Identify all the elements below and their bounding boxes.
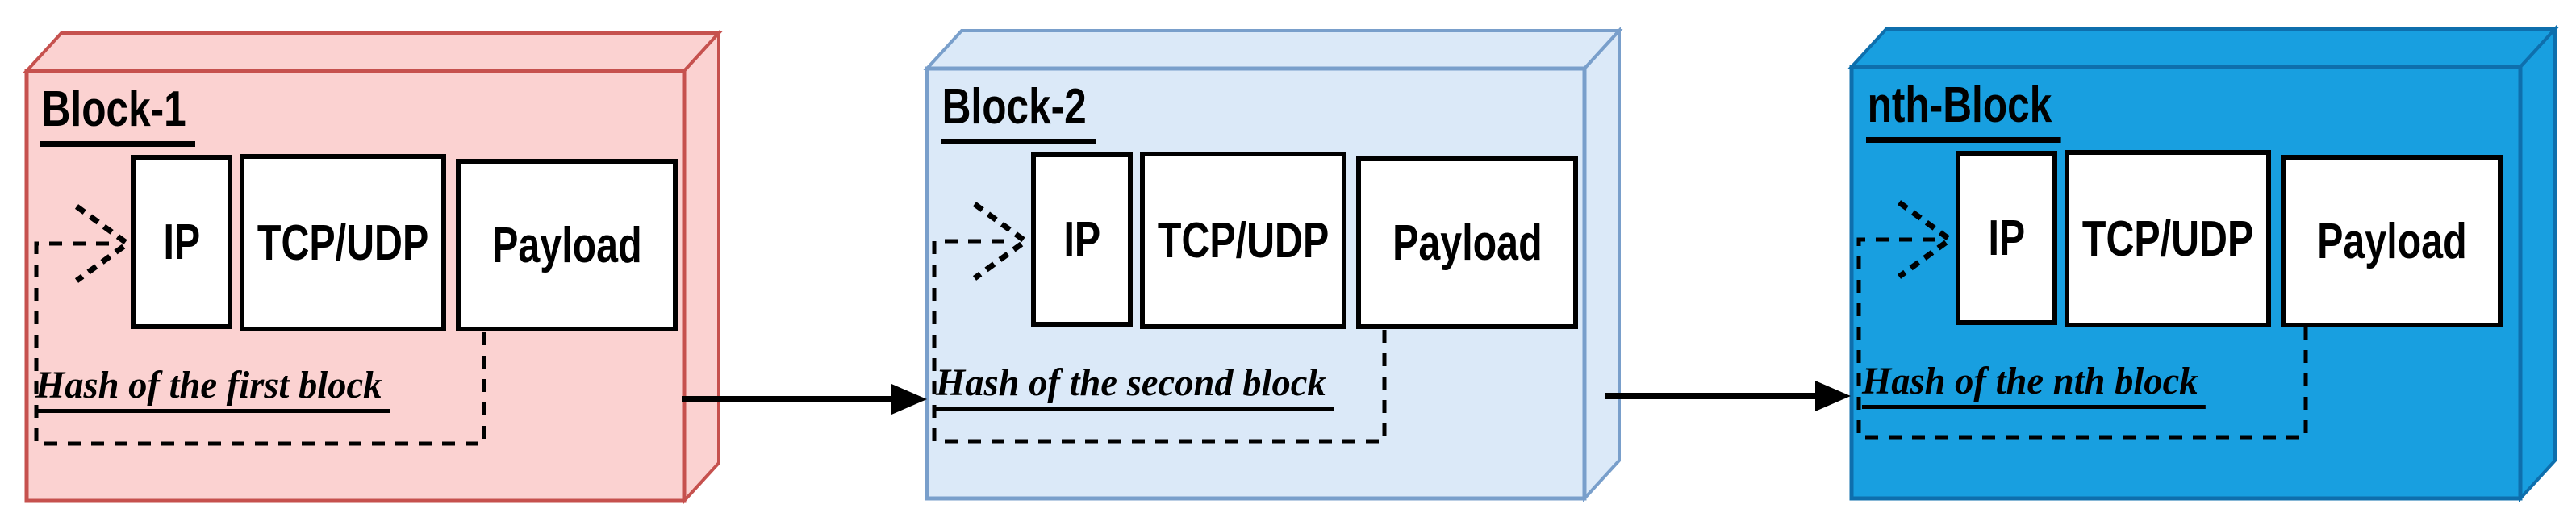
block-nth-ip-label: IP [1988,210,2025,266]
block-2-tcpudp-box [1140,152,1346,329]
block-nth-top-face [1847,27,2559,69]
block-2-title: Block-2 [941,78,1134,145]
block-nth-payload-label: Payload [2316,213,2467,269]
block-2-chevron-arrowhead-icon [972,202,1030,281]
arrow-block2-to-blocknth [1605,381,1851,411]
block-1-ip-box [131,155,232,329]
arrow-block1-to-block2 [682,384,927,415]
block-1-hash-label: Hash of the first block [35,364,401,413]
block-2-side-face [1583,26,1621,503]
block-2-ip-label: IP [1063,211,1100,268]
block-1-payload-box [456,159,678,331]
arrow-1-head-icon [891,384,927,415]
block-nth-ip-box [1956,151,2057,325]
block-nth-hash-loop-dashed-path [1856,237,2308,440]
block-1-side-face [683,28,720,506]
block-2-payload-label: Payload [1392,215,1543,271]
block-2-ip-box [1031,152,1133,327]
block-2-payload-box [1356,156,1578,329]
block-2-top-face [923,29,1623,70]
arrow-2-head-icon [1815,381,1851,411]
block-2-hash-label: Hash of the second block [936,361,1346,411]
block-nth-tcpudp-label: TCP/UDP [2081,211,2254,267]
block-1-top-face [23,31,723,73]
block-nth-chevron-arrowhead-icon [1897,200,1955,279]
block-1-payload-label: Payload [491,217,642,273]
block-1-tcpudp-box [240,154,446,331]
block-nth-hash-label: Hash of the nth block [1862,360,2216,409]
block-nth-tcpudp-box [2065,150,2271,327]
block-1-hash-loop-dashed-path [34,241,486,446]
block-2-tcpudp-label: TCP/UDP [1157,212,1330,269]
block-nth-payload-box [2281,155,2503,327]
block-2-hash-loop-dashed-path [932,239,1387,444]
block-nth-title: nth-Block [1866,77,2110,144]
block-1-chevron-arrowhead-icon [74,204,132,283]
block-1-ip-label: IP [163,214,200,270]
block-1-tcpudp-label: TCP/UDP [257,215,429,271]
block-1-title: Block-1 [40,81,234,148]
block-nth-side-face [2519,24,2557,503]
